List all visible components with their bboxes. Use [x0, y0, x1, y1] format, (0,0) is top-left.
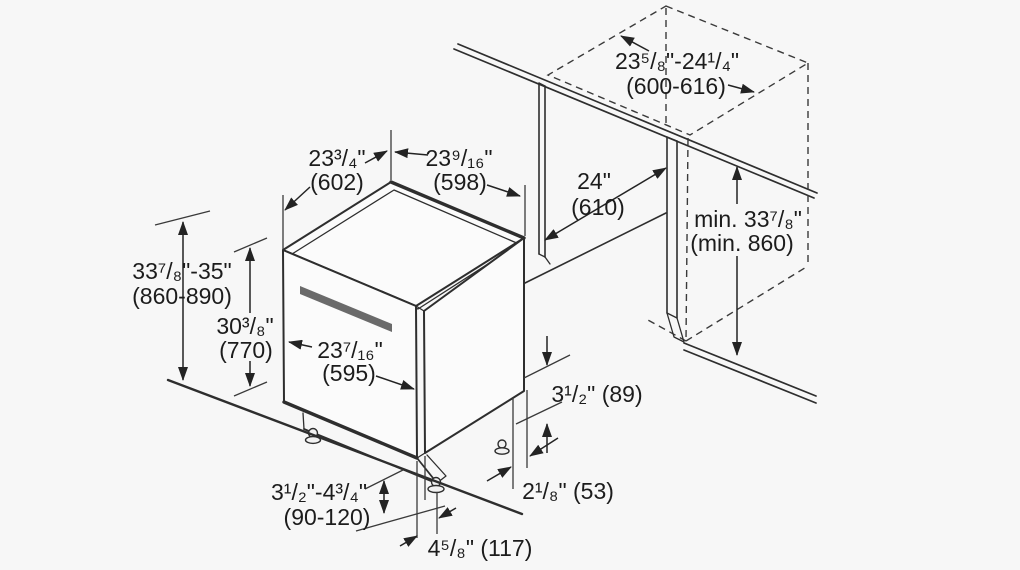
dim-top-depth-metric: (598) [433, 169, 487, 195]
dim-overall-height-imperial: 33⁷/₈"-35" [132, 258, 231, 284]
cabinet-opening-dashed-box [546, 5, 810, 342]
dimension-labels: 23⁵/₈"-24¹/₄" (600-616) 23³/₄" (602) 23⁹… [132, 48, 802, 561]
leveling-foot-rear [494, 439, 510, 455]
door-bottom-edge [282, 400, 419, 460]
countertop [453, 43, 818, 199]
dim-door-height-imperial: 30³/₈" [216, 313, 273, 339]
dim-leveling-range-metric: (90-120) [284, 504, 371, 530]
dim-cabinet-depth-metric: (610) [571, 194, 625, 220]
dim-base-height: 3¹/₂" (89) [551, 381, 642, 407]
dim-niche-height-metric: (min. 860) [690, 230, 794, 256]
dishwasher-top-back-edge [389, 180, 526, 240]
dim-foot-inset: 4⁵/₈" (117) [428, 535, 533, 561]
dim-overall-height-metric: (860-890) [132, 283, 232, 309]
dim-top-width-imperial: 23³/₄" [308, 145, 365, 171]
floor-line [166, 378, 524, 516]
dim-niche-height-imperial: min. 33⁷/₈" [694, 206, 802, 232]
dim-door-width-metric: (595) [322, 360, 376, 386]
door-edge-strip [415, 305, 426, 459]
left-cabinet-panel [538, 82, 551, 265]
dim-cabinet-depth-imperial: 24" [577, 168, 611, 194]
niche-floor-line [524, 212, 667, 284]
right-cabinet-panel [666, 136, 685, 343]
dishwasher-top-rim [291, 189, 520, 310]
dishwasher-body [282, 180, 526, 494]
dim-door-width-imperial: 23⁷/₁₆" [317, 337, 383, 363]
dim-opening-width-imperial: 23⁵/₈"-24¹/₄" [615, 48, 739, 74]
dim-leveling-range-imperial: 3¹/₂"-4³/₄" [271, 479, 367, 505]
dim-door-height-metric: (770) [219, 337, 273, 363]
dimension-arrows [178, 35, 755, 547]
dim-top-depth-imperial: 23⁹/₁₆" [425, 145, 492, 171]
right-floor-line [683, 342, 817, 404]
extension-lines [154, 130, 571, 538]
dim-top-width-metric: (602) [310, 169, 364, 195]
dim-opening-width-metric: (600-616) [626, 73, 726, 99]
door-handle [300, 286, 392, 332]
dim-rear-offset: 2¹/₈" (53) [522, 478, 614, 504]
